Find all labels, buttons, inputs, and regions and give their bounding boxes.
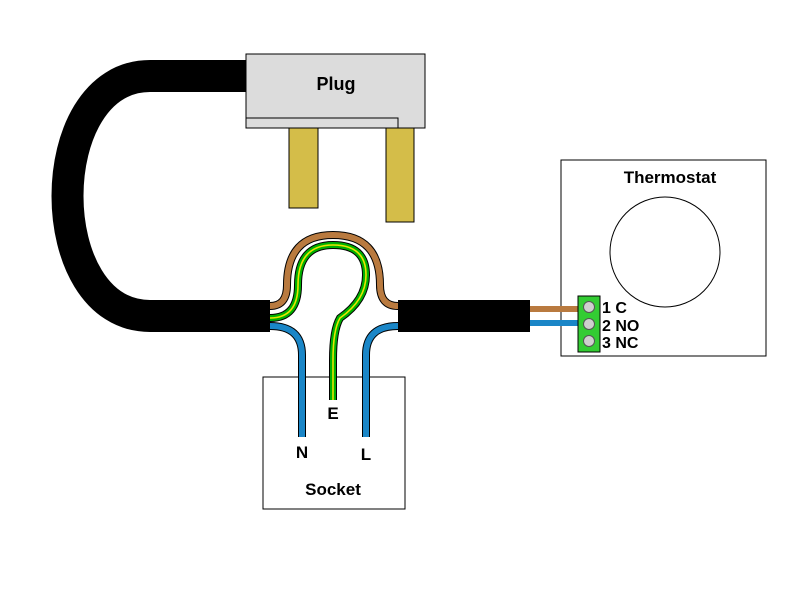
plug-cable bbox=[51, 60, 270, 332]
socket-terminal-l: L bbox=[361, 445, 371, 464]
plug-body-edge bbox=[246, 117, 399, 128]
plug: Plug bbox=[245, 53, 426, 223]
terminal-screw-1 bbox=[583, 301, 595, 313]
thermostat-wiring bbox=[530, 306, 580, 326]
plug-cable-sheath-end bbox=[240, 300, 270, 332]
thermostat-label: Thermostat bbox=[624, 168, 717, 187]
terminal-label-2: 2 NO bbox=[602, 318, 639, 335]
socket-label: Socket bbox=[305, 480, 361, 499]
socket-wiring bbox=[240, 230, 530, 437]
plug-body bbox=[245, 53, 426, 129]
socket-terminal-e: E bbox=[327, 404, 338, 423]
plug-pin-right bbox=[385, 127, 415, 223]
plug-label: Plug bbox=[317, 74, 356, 94]
thermostat-cable-sheath bbox=[398, 300, 530, 332]
terminal-label-3: 3 NC bbox=[602, 335, 639, 352]
plug-cable-sheath bbox=[51, 60, 270, 332]
terminal-screw-3 bbox=[583, 335, 595, 347]
thermostat-dial bbox=[609, 196, 721, 308]
terminal-screw-2 bbox=[583, 318, 595, 330]
terminal-label-1: 1 C bbox=[602, 300, 627, 317]
terminal-block: 1 C 2 NO 3 NC bbox=[577, 295, 639, 353]
plug-pin-left bbox=[288, 127, 319, 209]
socket-terminal-n: N bbox=[296, 443, 308, 462]
